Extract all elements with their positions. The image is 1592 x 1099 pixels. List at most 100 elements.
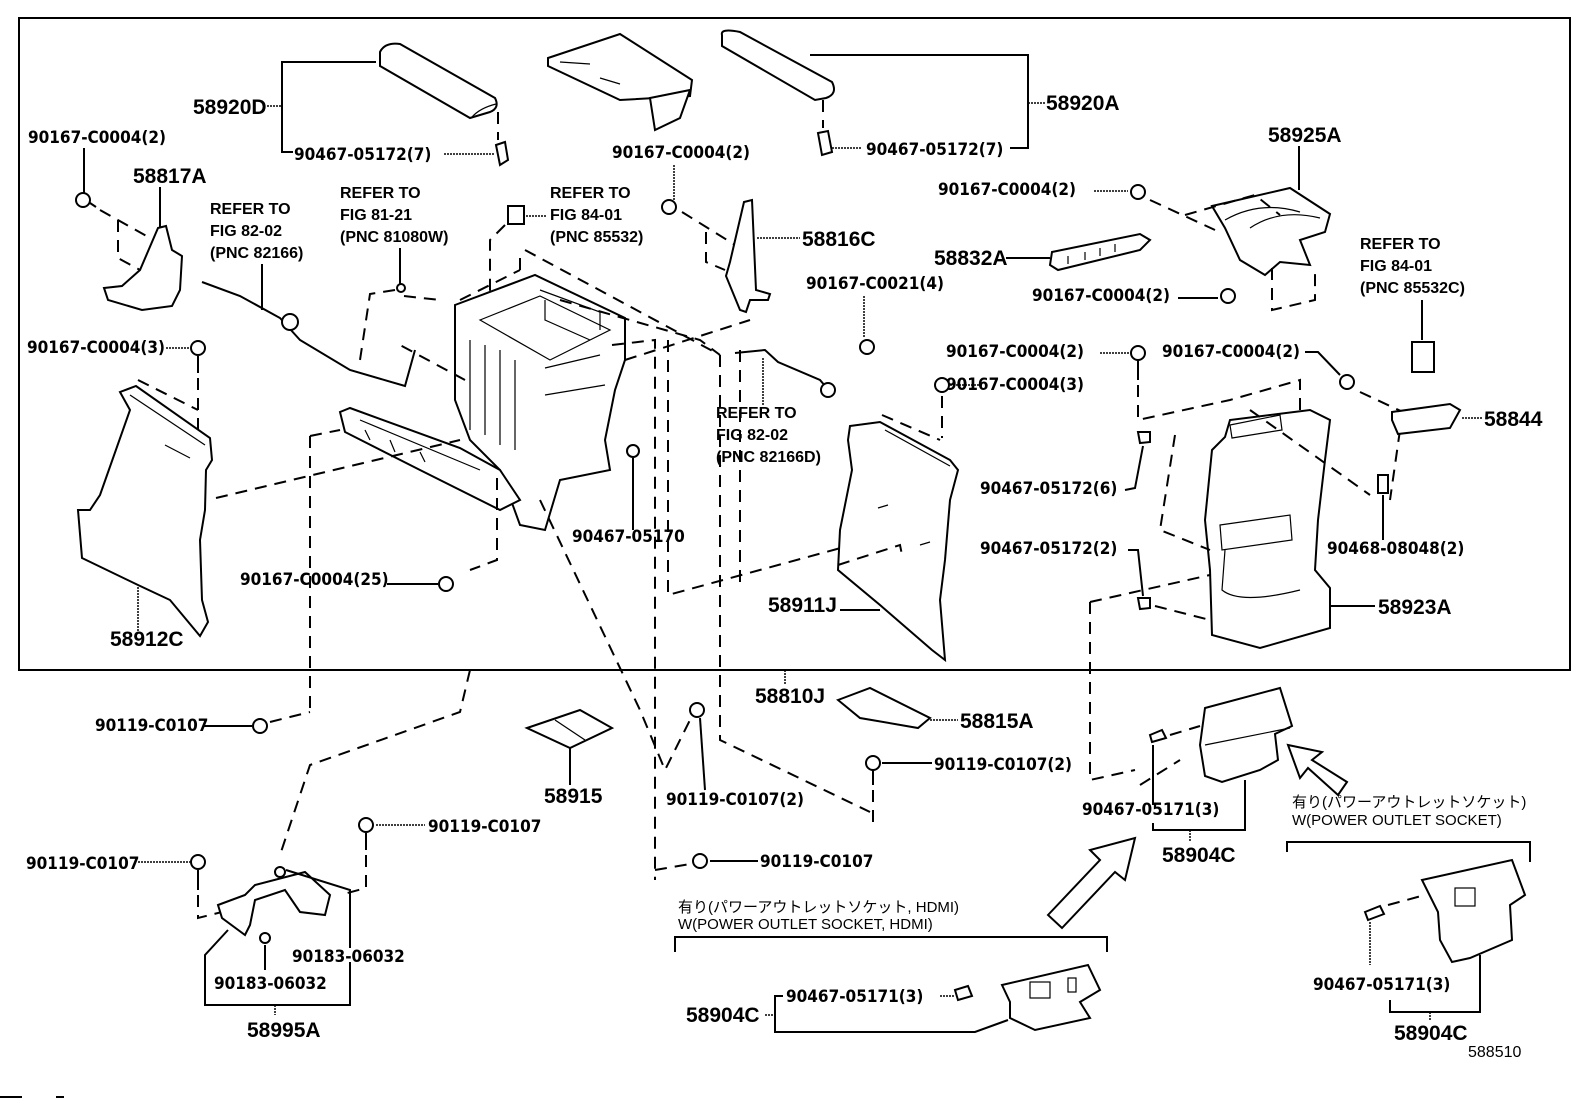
nut-icon (274, 866, 286, 878)
switch-bezel-58844[interactable] (1391, 402, 1462, 436)
part-label: 90167-C0021(4) (806, 274, 944, 294)
screw-icon (75, 192, 91, 208)
part-label: 58915 (544, 785, 603, 808)
side-panel-58912C[interactable] (76, 384, 214, 638)
bracket-58816C[interactable] (724, 198, 772, 314)
screw-icon (1130, 345, 1146, 361)
part-label: 58904C (686, 1004, 760, 1027)
side-panel-58911J[interactable] (836, 420, 960, 663)
part-label: 90467-05172(7) (294, 145, 431, 165)
screw-icon (859, 339, 875, 355)
variant-note-jp: 有り(パワーアウトレットソケット) (1292, 794, 1526, 811)
part-label: 58995A (247, 1019, 321, 1042)
screw-icon (190, 340, 206, 356)
screw-icon (661, 199, 677, 215)
clip-icon (1148, 728, 1168, 744)
cup-holder-58925A[interactable] (1210, 186, 1332, 277)
outlet-bezel-58904C-socket[interactable] (1420, 858, 1527, 964)
refer-note-line: (PNC 81080W) (340, 229, 448, 246)
switch-icon (1411, 341, 1435, 373)
outlet-bezel-58904C-hdmi[interactable] (1000, 963, 1102, 1032)
part-label: 58844 (1484, 408, 1543, 431)
part-label: 90167-C0004(2) (1032, 286, 1170, 306)
wire-harness-82166D[interactable] (734, 348, 836, 398)
armrest-pad-58920D[interactable] (379, 42, 498, 120)
part-label: 90167-C0004(2) (612, 143, 750, 163)
refer-note-line: REFER TO (340, 185, 421, 202)
part-label: 90467-05172(7) (866, 140, 1003, 160)
part-label: 58920D (193, 96, 267, 119)
assembly-frame (18, 17, 1571, 671)
wire-harness-82166[interactable] (201, 281, 416, 388)
clip-icon (494, 129, 834, 167)
part-label: 58815A (960, 710, 1034, 733)
refer-note-line: (PNC 82166D) (716, 449, 821, 466)
refer-note-line: FIG 84-01 (1360, 258, 1432, 275)
leader-line (281, 61, 376, 153)
part-label: 58904C (1162, 844, 1236, 867)
arrow-icon (1046, 836, 1137, 930)
part-label: 90167-C0004(2) (938, 180, 1076, 200)
part-label: 58816C (802, 228, 876, 251)
part-label: 90167-C0004(2) (1162, 342, 1300, 362)
screw-icon (689, 702, 705, 718)
refer-note-line: REFER TO (550, 185, 631, 202)
leader-line (810, 54, 1029, 149)
screw-icon (1220, 288, 1236, 304)
part-label: 90119-C0107 (26, 854, 139, 874)
refer-note-line: REFER TO (210, 201, 291, 218)
console-box-58810J[interactable] (338, 273, 626, 532)
clip-icon (626, 444, 640, 458)
part-label: 90119-C0107 (428, 817, 541, 837)
part-label: 90183-06032 (292, 947, 405, 967)
part-label: 58810J (755, 685, 825, 708)
part-label: 90167-C0004(25) (240, 570, 389, 590)
clip-icon (1377, 474, 1389, 494)
refer-note-line: FIG 82-02 (210, 223, 282, 240)
mat-58915[interactable] (524, 708, 615, 750)
screw-icon (934, 377, 950, 393)
part-label: 90119-C0107 (760, 852, 873, 872)
bracket-58995A[interactable] (216, 870, 332, 937)
nut-icon (259, 932, 271, 944)
clip-icon (1136, 431, 1151, 445)
variant-note-en: W(POWER OUTLET SOCKET, HDMI) (678, 916, 933, 933)
screw-icon (190, 854, 206, 870)
part-label: 90167-C0004(2) (28, 128, 166, 148)
part-label: 90467-05172(2) (980, 539, 1117, 559)
refer-note-line: (PNC 85532) (550, 229, 643, 246)
screw-icon (692, 853, 708, 869)
arrow-icon (1286, 743, 1349, 797)
refer-note-line: FIG 82-02 (716, 427, 788, 444)
refer-note-line: FIG 81-21 (340, 207, 412, 224)
console-lid[interactable] (547, 32, 694, 132)
part-label: 90167-C0004(2) (946, 342, 1084, 362)
clip-icon (953, 984, 974, 1002)
part-label: 90467-05171(3) (786, 987, 923, 1007)
part-label: 58925A (1268, 124, 1342, 147)
variant-note-en: W(POWER OUTLET SOCKET) (1292, 812, 1502, 829)
screw-icon (358, 817, 374, 833)
clip-icon (1136, 597, 1151, 611)
screw-icon (252, 718, 268, 734)
trim-strip-58832A[interactable] (1048, 232, 1152, 272)
outlet-bezel-58904C[interactable] (1198, 686, 1294, 784)
connector-icon (396, 283, 406, 293)
rear-panel-58923A[interactable] (1203, 408, 1332, 650)
part-label: 90467-05171(3) (1082, 800, 1219, 820)
part-label: 90183-06032 (214, 974, 327, 994)
bracket-58817A[interactable] (102, 224, 184, 312)
screw-icon (1339, 374, 1355, 390)
part-label: 58912C (110, 628, 184, 651)
screw-icon (865, 755, 881, 771)
part-label: 58920A (1046, 92, 1120, 115)
refer-note-line: REFER TO (1360, 236, 1441, 253)
part-label: 90467-05171(3) (1313, 975, 1450, 995)
part-label: 58817A (133, 165, 207, 188)
armrest-pad-58920A[interactable] (720, 29, 835, 102)
pad-58815A[interactable] (836, 686, 932, 730)
screw-icon (1130, 184, 1146, 200)
variant-note-jp: 有り(パワーアウトレットソケット, HDMI) (678, 899, 959, 916)
switch-icon (507, 205, 525, 225)
